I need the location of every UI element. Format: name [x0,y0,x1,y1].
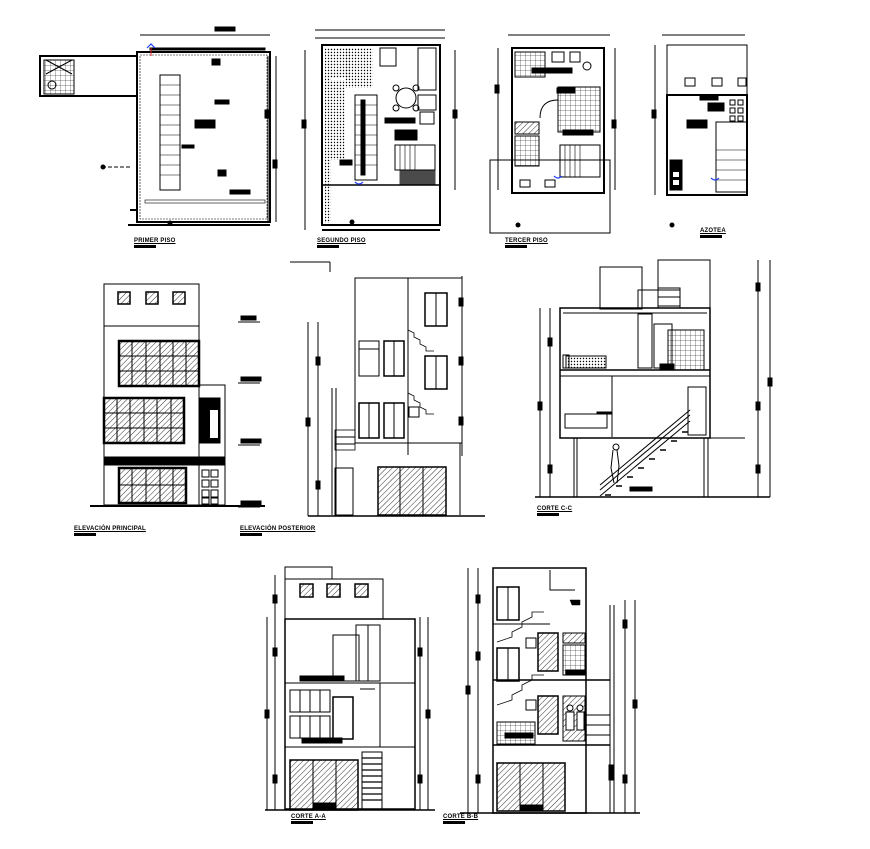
section-corte-c-c [535,259,773,498]
label-text: PRIMER PISO [134,238,176,244]
elevation-posterior [305,276,485,517]
label-tercer-piso: TERCER PISO [505,238,548,248]
plan-primer-piso [39,26,278,226]
label-elevacion-principal: ELEVACIÓN PRINCIPAL [74,526,146,536]
label-text: CORTE B-B [443,814,479,820]
section-corte-b-b [460,567,640,814]
person-figure-icon [610,443,620,484]
label-text: CORTE C-C [537,506,573,512]
label-text: ELEVACIÓN POSTERIOR [240,526,316,532]
label-corte-b-b: CORTE B-B [443,814,478,824]
level-markers [238,315,262,508]
label-text: ELEVACIÓN PRINCIPAL [74,526,146,532]
plan-segundo-piso [301,29,458,231]
plan-tercer-piso [489,34,617,234]
label-azotea: AZOTEA [700,228,726,238]
elevation-principal [90,283,265,508]
label-primer-piso: PRIMER PISO [134,238,176,248]
label-text: SEGUNDO PISO [317,238,366,244]
label-segundo-piso: SEGUNDO PISO [317,238,366,248]
label-corte-a-a: CORTE A-A [291,814,326,824]
label-elevacion-posterior: ELEVACIÓN POSTERIOR [240,526,315,536]
label-corte-c-c: CORTE C-C [537,506,572,516]
plan-azotea [651,34,748,228]
section-corte-a-a [264,566,435,811]
people-figures-icon [565,704,585,731]
label-text: CORTE A-A [291,814,326,820]
label-text: TERCER PISO [505,238,548,244]
label-text: AZOTEA [700,228,726,234]
